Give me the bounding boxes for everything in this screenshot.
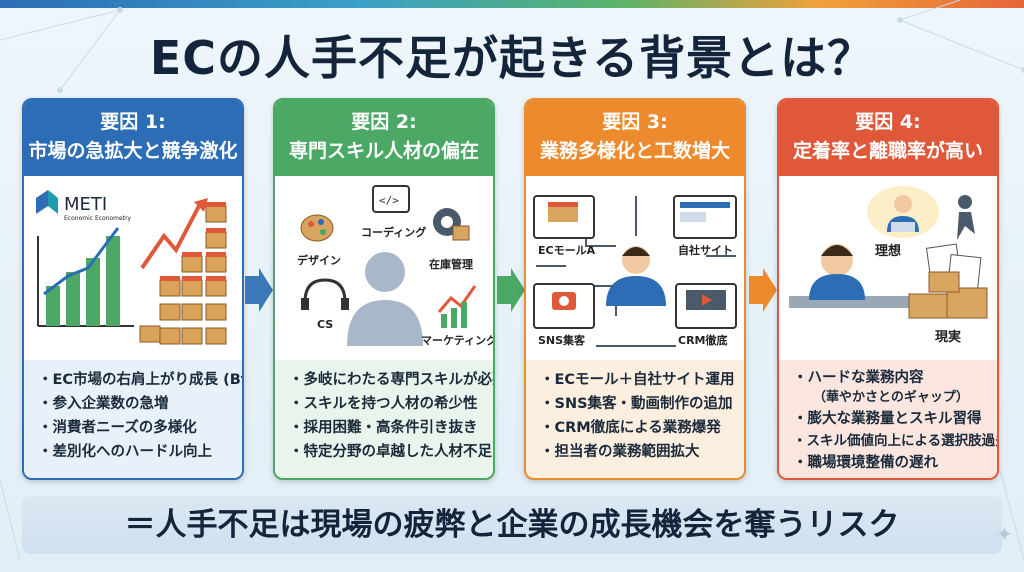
channel-label-ec-mall: ECモールA [538, 244, 596, 257]
workload-illustration: ECモールA 自社サイト SNS集客 CRM徹底 [526, 176, 744, 360]
factor-heading: 業務多様化と工数増大 [539, 140, 730, 162]
list-item: 採用困難・高条件引き抜き [289, 416, 483, 440]
list-item: 特定分野の卓越した人材不足 [289, 440, 493, 464]
list-item: スキルを持つ人材の希少性 [289, 392, 483, 416]
meti-logo-text: METI [64, 194, 108, 215]
factor-heading: 専門スキル人材の偏在 [288, 140, 479, 162]
factor-heading: 定着率と離職率が高い [792, 140, 983, 162]
list-item: 差別化へのハードル向上 [38, 440, 232, 464]
factor-number: 要因 2: [351, 111, 417, 133]
list-item: 膨大な業務量とスキル習得 [793, 408, 987, 430]
factor-card-header: 要因 3: 業務多様化と工数増大 [526, 100, 744, 176]
arrow-right-icon [749, 268, 777, 312]
factor-number: 要因 3: [602, 111, 668, 133]
page-title: ECの人手不足が起きる背景とは？ [149, 31, 875, 85]
list-item: SNS集客・動画制作の追加 [540, 392, 734, 416]
factor-card-3: 要因 3: 業務多様化と工数増大 ECモールA 自社サイト SNS集客 CRM徹… [524, 98, 746, 480]
list-item: CRM徹底による業務爆発 [540, 416, 734, 440]
factor-points-list: EC市場の右肩上がり成長 (BtoC) 参入企業数の急増 消費者ニーズの多様化 … [24, 360, 243, 478]
channel-label-sns: SNS集客 [538, 334, 586, 347]
conclusion-banner: ＝人手不足は現場の疲弊と企業の成長機会を奪うリスク [22, 496, 1002, 554]
list-item: 消費者ニーズの多様化 [38, 416, 232, 440]
arrow-right-icon [245, 268, 273, 312]
list-item: スキル価値向上による選択肢過多 [793, 430, 998, 452]
ideal-label: 理想 [875, 244, 902, 259]
skill-label-coding: コーディング [361, 226, 427, 239]
skill-label-inventory: 在庫管理 [429, 258, 473, 271]
channel-label-crm: CRM徹底 [678, 334, 728, 347]
skill-label-marketing: マーケティング [421, 334, 495, 347]
channels-maze-icon [533, 195, 737, 347]
reality-label: 現実 [935, 330, 962, 345]
skill-label-cs: CS [317, 318, 334, 331]
factor-card-header: 要因 2: 専門スキル人材の偏在 [275, 100, 493, 176]
channel-label-own-site: 自社サイト [678, 244, 733, 257]
retention-illustration: 理想 現実 [779, 176, 997, 360]
factor-number: 要因 4: [855, 111, 921, 133]
list-item: 担当者の業務範囲拡大 [540, 440, 734, 464]
factor-card-4: 要因 4: 定着率と離職率が高い 理想 現実 ハードな業務内容 （華やかさとのギ… [777, 98, 999, 480]
person-silhouette-icon: </> [300, 185, 477, 346]
factor-card-header: 要因 4: 定着率と離職率が高い [779, 100, 997, 176]
meti-logo-caption: Economic Econometry [64, 215, 132, 222]
list-item: ECモール＋自社サイト運用 [540, 368, 735, 392]
growth-chart-icon [36, 190, 227, 345]
factor-card-1: 要因 1: 市場の急拡大と競争激化 [22, 98, 244, 480]
list-item: 職場環境整備の遅れ [793, 452, 987, 474]
factor-heading: 市場の急拡大と競争激化 [28, 140, 238, 162]
list-item: 多岐にわたる専門スキルが必要 [289, 368, 494, 392]
list-item: ハードな業務内容 [793, 368, 987, 388]
factor-points-list: 多岐にわたる専門スキルが必要 スキルを持つ人材の希少性 採用困難・高条件引き抜き… [275, 360, 494, 478]
factor-number: 要因 1: [100, 111, 166, 133]
factor-card-header: 要因 1: 市場の急拡大と競争激化 [24, 100, 242, 176]
top-accent-bar [0, 0, 1024, 8]
factor-points-list: ハードな業務内容 （華やかさとのギャップ） 膨大な業務量とスキル習得 スキル価値… [779, 360, 998, 478]
list-item: 参入企業数の急増 [38, 392, 232, 416]
factor-card-2: 要因 2: 専門スキル人材の偏在 </> デザイン コーディング 在庫管理 CS… [273, 98, 495, 480]
skill-label-design: デザイン [297, 254, 341, 267]
list-item: （華やかさとのギャップ） [813, 390, 969, 405]
skills-illustration: </> デザイン コーディング 在庫管理 CS マーケティング [275, 176, 493, 360]
list-item: EC市場の右肩上がり成長 (BtoC) [38, 368, 243, 392]
svg-text:</>: </> [379, 194, 399, 207]
arrow-right-icon [497, 268, 525, 312]
stressed-worker-icon [789, 186, 988, 319]
sparkle-icon: ✦ [996, 522, 1013, 546]
market-growth-illustration: METI Economic Econometry [24, 176, 242, 360]
factor-points-list: ECモール＋自社サイト運用 SNS集客・動画制作の追加 CRM徹底による業務爆発… [526, 360, 744, 478]
